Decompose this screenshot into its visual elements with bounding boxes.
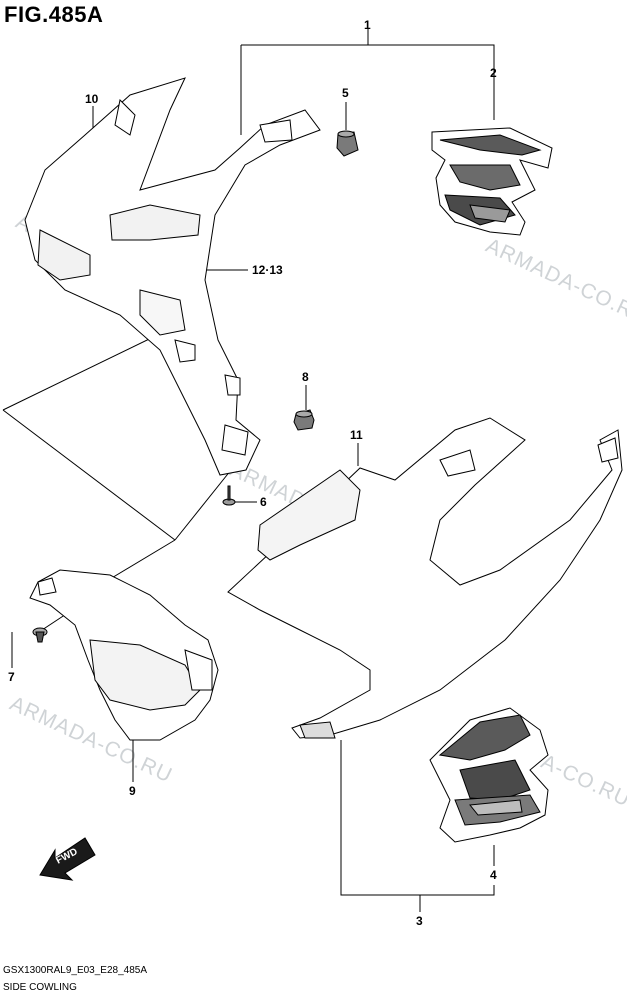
clip-part-7 <box>32 627 48 643</box>
callout-3: 3 <box>416 914 423 928</box>
perspective-line <box>174 469 232 541</box>
leader-line-3 <box>340 740 495 896</box>
lower-panel-part-9 <box>29 569 219 741</box>
decal-part-4 <box>429 707 549 843</box>
callout-7: 7 <box>8 670 15 684</box>
leader-line-1 <box>241 28 369 46</box>
callout-8: 8 <box>302 370 309 384</box>
callout-9: 9 <box>129 784 136 798</box>
screw-part-6 <box>222 485 236 506</box>
callout-11: 11 <box>350 428 363 442</box>
callout-2: 2 <box>490 66 497 80</box>
callout-5: 5 <box>342 86 349 100</box>
callout-1: 1 <box>364 18 371 32</box>
forward-arrow-icon: FWD <box>39 837 96 881</box>
figure-title: FIG.485A <box>4 2 104 27</box>
inner-cowling-part-10 <box>24 77 321 476</box>
perspective-line <box>2 409 176 541</box>
callout-12-13: 12·13 <box>252 263 283 277</box>
grommet-part-5 <box>336 130 359 157</box>
leader-line-1b <box>368 44 495 120</box>
section-name: SIDE COWLING <box>3 982 77 993</box>
side-cowling-part-3 <box>227 417 623 739</box>
decal-part-2 <box>431 127 553 236</box>
nut-part-8 <box>293 409 315 431</box>
callout-6: 6 <box>260 495 267 509</box>
callout-10: 10 <box>85 92 99 106</box>
callout-4: 4 <box>490 868 497 882</box>
model-code: GSX1300RAL9_E03_E28_485A <box>3 965 148 976</box>
